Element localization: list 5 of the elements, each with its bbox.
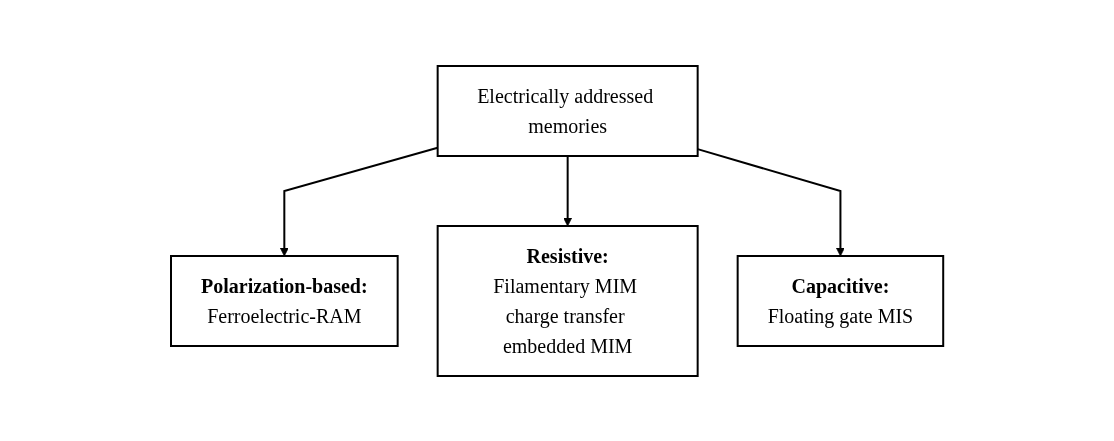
node-box: Capacitive: Floating gate MIS — [736, 254, 945, 347]
node-box: Polarization-based: Ferroelectric-RAM — [169, 254, 399, 347]
node-box: Resistive: Filamentary MIM charge transfer embedded MIM — [436, 224, 699, 377]
arrow — [563, 154, 572, 226]
node-box: Electrically addressed memories — [436, 64, 699, 157]
